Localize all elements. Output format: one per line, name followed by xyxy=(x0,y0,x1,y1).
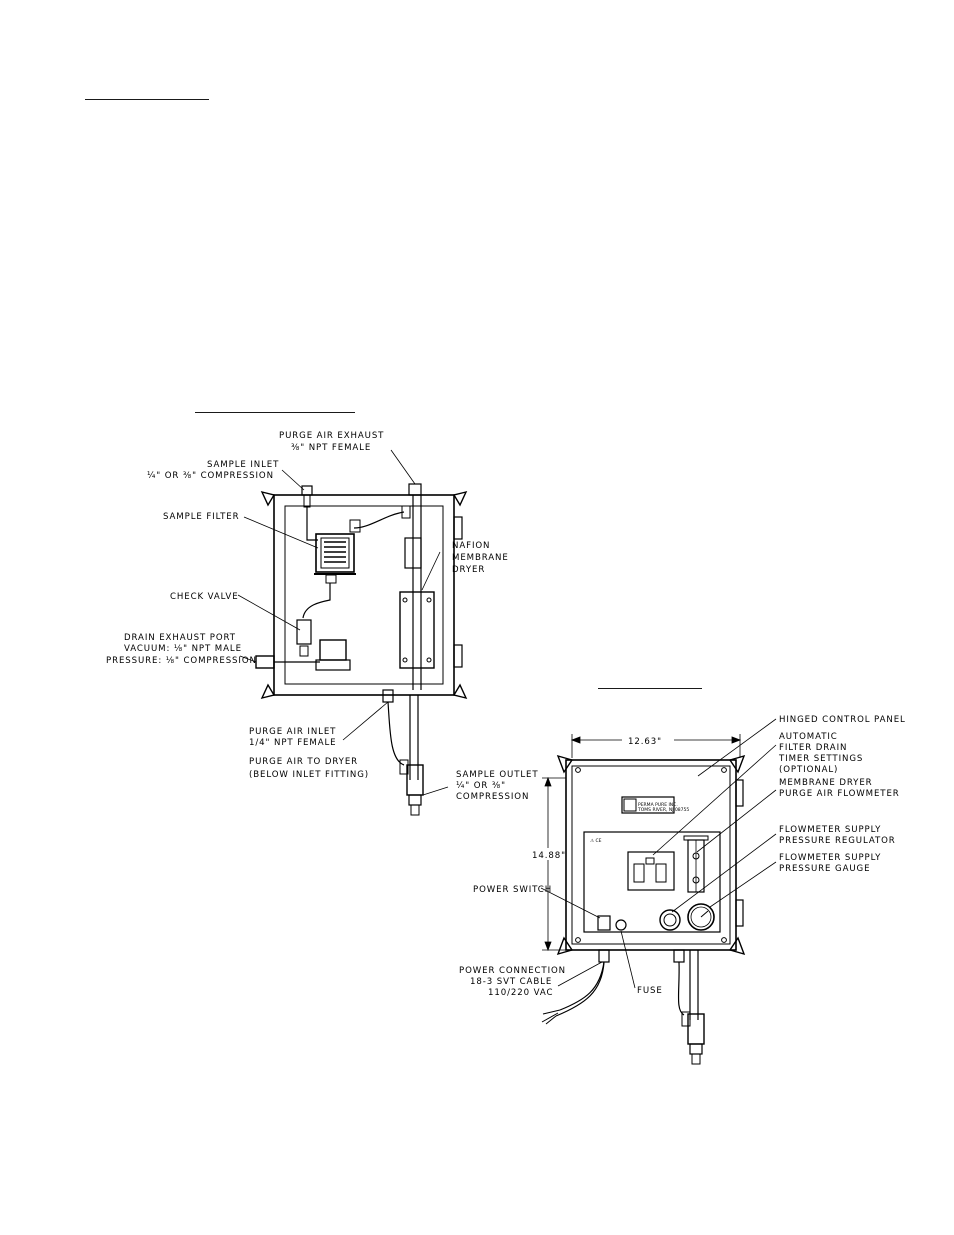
leaders-figure-1 xyxy=(237,449,449,796)
label-sample-outlet-type: COMPRESSION xyxy=(456,792,529,802)
figure-1-underline xyxy=(195,412,355,413)
height-dim-gap xyxy=(536,848,564,860)
label-check-valve: CHECK VALVE xyxy=(170,592,239,602)
label-timer-settings: TIMER SETTINGS xyxy=(778,754,863,764)
label-fuse: FUSE xyxy=(637,986,663,996)
label-purge-inlet-size: 1/4" NPT FEMALE xyxy=(249,738,337,748)
label-sample-outlet: SAMPLE OUTLET xyxy=(456,770,539,780)
label-filter-drain: FILTER DRAIN xyxy=(779,743,847,753)
label-hinged-control-panel: HINGED CONTROL PANEL xyxy=(779,715,906,725)
figure-2-underline xyxy=(598,688,702,689)
dimension-width: 12.63" xyxy=(628,737,662,747)
enclosure-open-view xyxy=(255,483,468,816)
label-flowmeter-supply-regulator: FLOWMETER SUPPLY xyxy=(779,825,881,835)
label-drain-vacuum: VACUUM: ⅛" NPT MALE xyxy=(124,644,242,654)
dimension-height: 14.88" xyxy=(532,851,566,861)
label-membrane-dryer: MEMBRANE DRYER xyxy=(779,778,873,788)
label-dryer: DRYER xyxy=(452,565,485,575)
label-svt-cable: 18-3 SVT CABLE xyxy=(470,977,552,987)
label-purge-inlet: PURGE AIR INLET xyxy=(249,727,336,737)
label-flowmeter-supply-gauge: FLOWMETER SUPPLY xyxy=(779,853,881,863)
leaders-figure-2 xyxy=(540,718,777,989)
label-drain-pressure: PRESSURE: ⅛" COMPRESSION xyxy=(106,656,257,666)
label-nafion: NAFION xyxy=(452,541,490,551)
label-purge-to-dryer-note: (BELOW INLET FITTING) xyxy=(249,770,369,780)
label-drain-exhaust: DRAIN EXHAUST PORT xyxy=(124,633,236,643)
label-sample-inlet-size: ¼" OR ⅜" COMPRESSION xyxy=(147,471,274,481)
label-sample-inlet: SAMPLE INLET xyxy=(207,460,279,470)
brand-logo-text: PERMA PURE INC. xyxy=(638,802,678,808)
power-cable-wires xyxy=(541,1009,561,1025)
label-power-switch: POWER SWITCH xyxy=(473,885,552,895)
label-membrane: MEMBRANE xyxy=(452,553,509,563)
label-purge-exhaust-size: ⅜" NPT FEMALE xyxy=(291,443,371,453)
label-pressure-gauge: PRESSURE GAUGE xyxy=(779,864,870,874)
brand-logo-subtext: TOMS RIVER, NJ 08755 xyxy=(637,807,689,813)
heading-underline xyxy=(85,99,209,100)
width-dim-gap xyxy=(622,734,674,746)
label-sample-outlet-size: ¼" OR ⅜" xyxy=(456,781,506,791)
label-power-connection: POWER CONNECTION xyxy=(459,966,566,976)
enclosure-front-view xyxy=(555,754,746,1065)
label-optional: (OPTIONAL) xyxy=(779,765,838,775)
label-purge-exhaust: PURGE AIR EXHAUST xyxy=(279,431,384,441)
label-voltage: 110/220 VAC xyxy=(488,988,553,998)
ce-mark: ⚠ CE xyxy=(590,838,602,844)
label-purge-to-dryer: PURGE AIR TO DRYER xyxy=(249,757,358,767)
label-sample-filter: SAMPLE FILTER xyxy=(163,512,239,522)
label-pressure-regulator: PRESSURE REGULATOR xyxy=(779,836,896,846)
label-automatic: AUTOMATIC xyxy=(779,732,838,742)
label-purge-air-flowmeter: PURGE AIR FLOWMETER xyxy=(779,789,900,799)
sample-filter-element xyxy=(324,541,346,563)
